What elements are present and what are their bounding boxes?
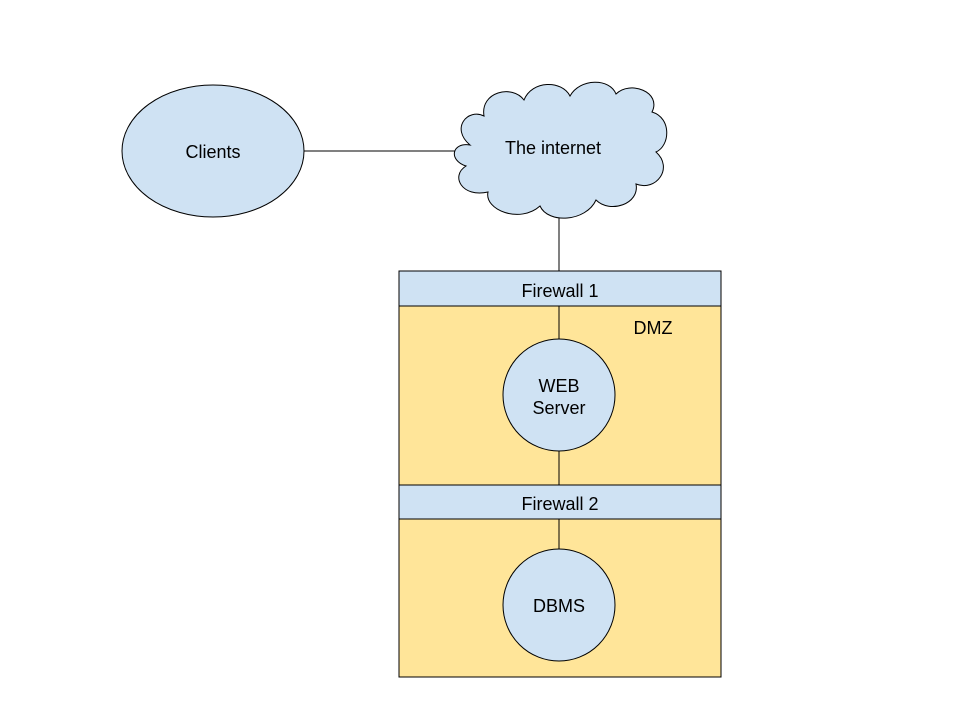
web-server-label-line1: WEB (538, 376, 579, 396)
firewall2-node (398, 484, 722, 520)
dbms-label: DBMS (533, 596, 585, 616)
clients-node (121, 84, 305, 218)
dmz-label: DMZ (634, 318, 673, 338)
web-server-label-line2: Server (532, 398, 585, 418)
firewall2-label: Firewall 2 (521, 494, 598, 514)
clients-label: Clients (185, 142, 240, 162)
firewall1-label: Firewall 1 (521, 281, 598, 301)
internet-label: The internet (505, 138, 601, 158)
dbms-node (502, 548, 616, 662)
web-server-node (502, 338, 616, 452)
firewall1-node (398, 270, 722, 307)
internet-cloud-node (454, 81, 668, 219)
